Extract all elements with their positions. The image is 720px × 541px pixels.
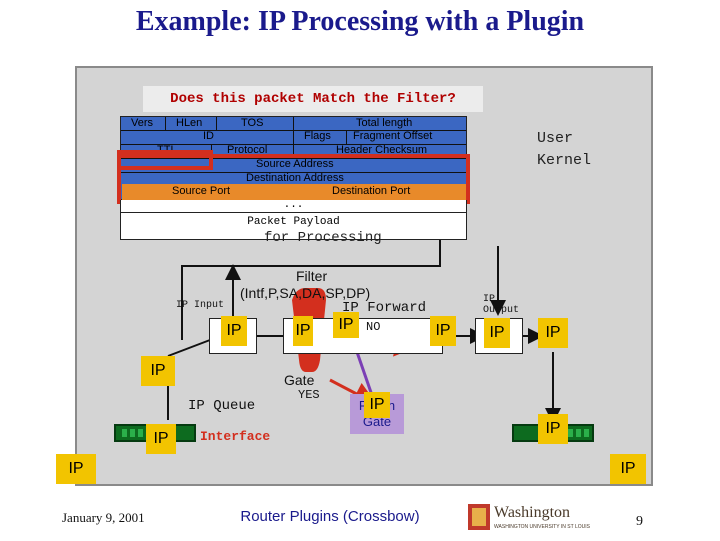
footer-date: January 9, 2001 [62, 510, 145, 525]
header-row-divider [121, 172, 466, 173]
interface-label: Interface [200, 428, 292, 446]
yes-label: YES [298, 388, 320, 402]
field-destination-port: Destination Port [332, 185, 411, 197]
header-col-divider [293, 144, 294, 158]
field-header-checksum: Header Checksum [336, 144, 428, 156]
ip-input-label: IP Input [176, 300, 225, 311]
header-row-divider [121, 158, 466, 159]
header-col-divider [346, 130, 347, 144]
field-vers: Vers [131, 117, 154, 129]
ip-packet-forward-right: IP [430, 316, 456, 346]
logo-wordmark: Washington [494, 504, 571, 521]
field-tos: TOS [241, 117, 264, 129]
field-protocol: Protocol [227, 144, 268, 156]
gate-label: Gate [284, 372, 315, 388]
ip-packet-plugin: IP [364, 392, 390, 418]
ip-packet-nic-out: IP [538, 414, 568, 444]
field-fragment-offset: Fragment Offset [353, 130, 433, 142]
ports-row: Source Port Destination Port [122, 184, 466, 200]
header-col-divider [216, 117, 217, 130]
header-col-divider [293, 117, 294, 144]
header-ellipsis: ... [120, 200, 467, 212]
field-destination-address: Destination Address [246, 172, 344, 184]
field-hlen: HLen [176, 117, 203, 129]
slide-title: Example: IP Processing with a Plugin [135, 6, 585, 37]
field-source-address: Source Address [256, 158, 334, 170]
header-col-divider [165, 117, 166, 130]
page-number: 9 [636, 514, 643, 529]
ip-packet-nic-in: IP [146, 424, 176, 454]
filter-tuple: (Intf,P,SA,DA,SP,DP) [240, 285, 371, 301]
processing-loop-line [181, 236, 441, 340]
ip-packet-bottom-right: IP [610, 454, 646, 484]
packet-payload-label: Packet Payload [247, 216, 340, 228]
for-processing-label: for Processing [264, 230, 382, 246]
footer-title: Router Plugins (Crossbow) [240, 508, 420, 525]
ip-packet-left: IP [141, 356, 175, 386]
ip-packet-forward-left: IP [293, 316, 313, 346]
packet-payload: Packet Payload [120, 212, 467, 240]
washington-university-logo: Washington WASHINGTON UNIVERSITY IN ST L… [468, 502, 590, 536]
ip-packet-forward-mid: IP [333, 312, 359, 338]
ip-forward-label: IP Forward [342, 300, 427, 316]
left-to-input [167, 339, 211, 357]
ip-packet-input: IP [221, 316, 247, 346]
university-seal-icon [468, 504, 490, 530]
no-label: NO [366, 320, 381, 334]
field-total-length: Total length [356, 117, 413, 129]
ip-output-label: IP Output [483, 294, 520, 316]
user-label: User [537, 130, 574, 147]
filter-question: Does this packet Match the Filter? [143, 86, 483, 112]
kernel-label: Kernel [537, 152, 592, 169]
ip-packet-output: IP [484, 318, 510, 348]
field-flags: Flags [304, 130, 331, 142]
ip-packet-out-right: IP [538, 318, 568, 348]
field-source-port: Source Port [172, 185, 231, 197]
ip-packet-bottom-left: IP [56, 454, 96, 484]
filter-label: Filter [296, 268, 328, 284]
logo-subtext: WASHINGTON UNIVERSITY IN ST LOUIS [494, 524, 590, 530]
ip-queue-label: IP Queue [188, 398, 256, 414]
field-id: ID [203, 130, 214, 142]
